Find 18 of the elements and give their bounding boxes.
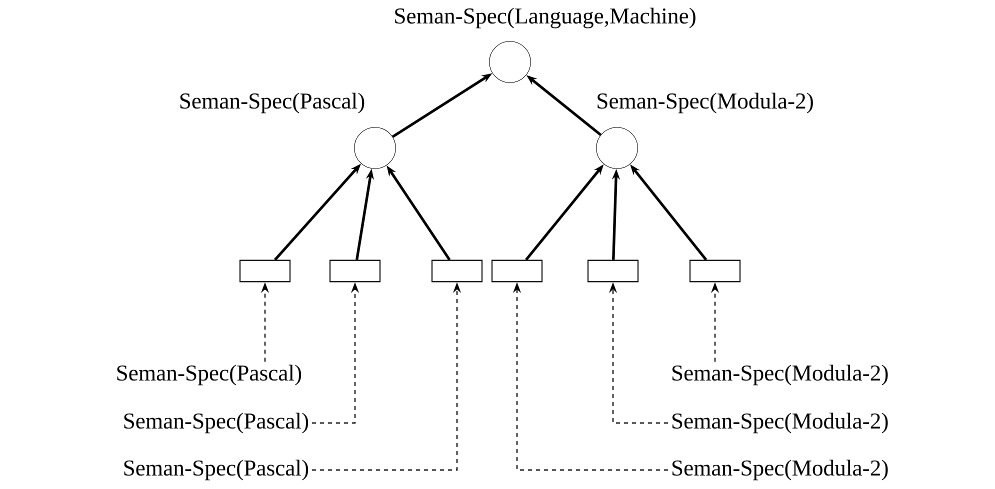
text-label: Seman-Spec(Modula-2): [672, 460, 888, 480]
circle-node: Seman-Spec(Modula-2): [596, 92, 813, 169]
box-node: [239, 260, 291, 282]
box-node: [587, 260, 639, 282]
box-node: [329, 260, 381, 282]
text-label: Seman-Spec(Modula-2): [672, 412, 888, 434]
node-label: Seman-Spec(Language,Machine): [395, 8, 696, 28]
node-label: Seman-Spec(Pascal): [180, 92, 364, 114]
circle-node: Seman-Spec(Pascal): [180, 92, 396, 169]
box-node: [431, 260, 483, 282]
box-node: [689, 260, 741, 282]
box-node: [491, 260, 543, 282]
circle-node: Seman-Spec(Language,Machine): [395, 8, 696, 83]
text-label: Seman-Spec(Pascal): [124, 460, 308, 480]
text-label: Seman-Spec(Modula-2): [672, 364, 888, 386]
text-label: Seman-Spec(Pascal): [124, 412, 308, 434]
node-label: Seman-Spec(Modula-2): [598, 92, 813, 114]
text-label: Seman-Spec(Pascal): [117, 364, 302, 386]
